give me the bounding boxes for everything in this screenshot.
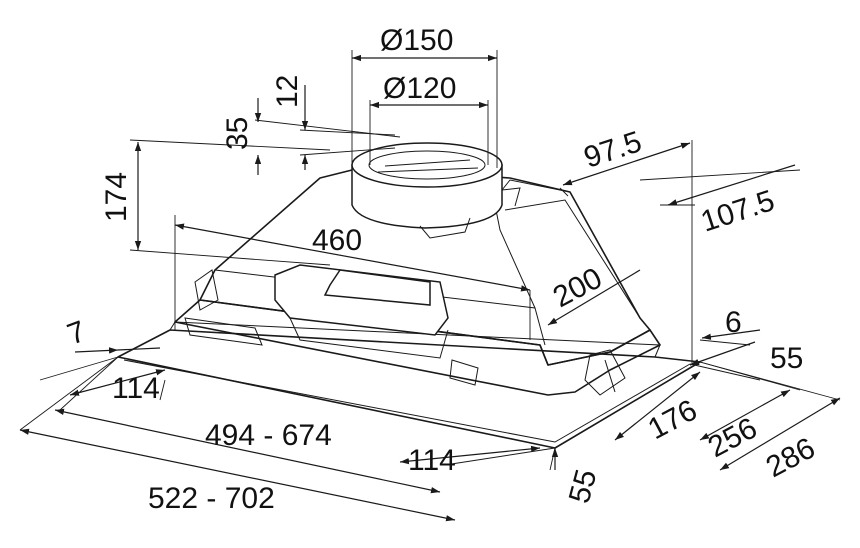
label-d150: Ø150 xyxy=(380,24,453,57)
label-200: 200 xyxy=(548,262,608,315)
label-460: 460 xyxy=(312,224,362,257)
label-114-bottom: 114 xyxy=(408,444,456,477)
dim-line-107-5 xyxy=(667,164,796,206)
label-7: 7 xyxy=(63,315,90,352)
dim-line-55-right xyxy=(689,341,756,366)
dim-line-97-5 xyxy=(562,142,691,186)
label-6: 6 xyxy=(725,306,742,339)
dimension-labels: Ø150 Ø120 12 35 174 460 200 97.5 107.5 7… xyxy=(63,24,820,515)
frame-plate xyxy=(117,329,701,449)
label-176: 176 xyxy=(643,394,703,447)
label-522-702: 522 - 702 xyxy=(148,482,275,515)
dim-line-114-left xyxy=(69,369,166,396)
upper-shell xyxy=(199,167,651,366)
extension-lines xyxy=(19,50,841,471)
hood-insert-body xyxy=(117,142,701,449)
label-12: 12 xyxy=(271,75,304,108)
label-286: 286 xyxy=(761,432,821,485)
dim-line-6 xyxy=(701,329,761,340)
label-256: 256 xyxy=(703,412,763,465)
label-114-left: 114 xyxy=(112,372,160,405)
label-55-bottom: 55 xyxy=(563,466,604,507)
label-55-right: 55 xyxy=(770,342,803,375)
label-d120: Ø120 xyxy=(383,72,456,105)
label-494-674: 494 - 674 xyxy=(205,419,332,452)
dimension-lines xyxy=(19,54,841,522)
dim-line-200 xyxy=(547,269,641,326)
dim-line-7 xyxy=(74,347,119,354)
label-97-5: 97.5 xyxy=(580,125,646,174)
dim-line-176 xyxy=(614,371,701,441)
dim-line-286 xyxy=(719,397,841,471)
dim-line-460 xyxy=(174,223,531,292)
dim-line-522-702 xyxy=(19,428,456,522)
label-174: 174 xyxy=(100,172,133,222)
label-35: 35 xyxy=(221,117,254,150)
